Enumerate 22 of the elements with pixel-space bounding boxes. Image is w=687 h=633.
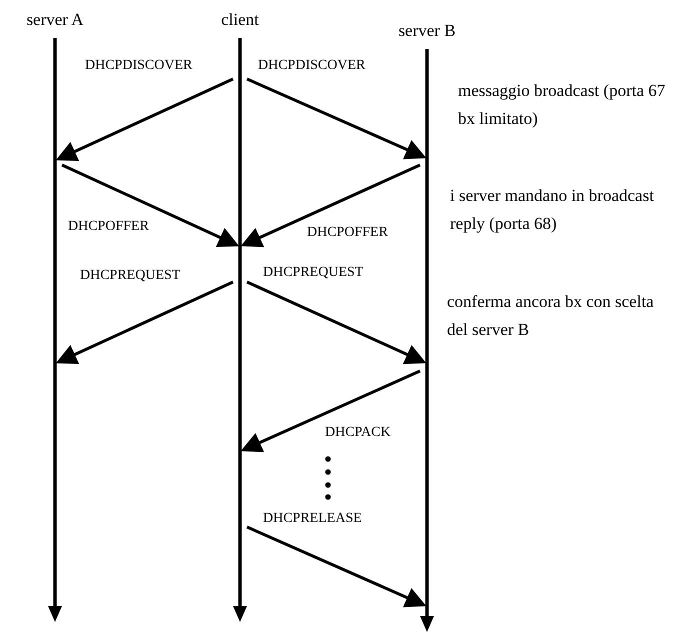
- lifeline-heading: client: [221, 10, 259, 30]
- edge-label: DHCPDISCOVER: [258, 58, 366, 74]
- edge-label: DHCPRELEASE: [263, 511, 362, 527]
- message-arrow: [240, 164, 421, 248]
- message-arrow: [246, 280, 426, 364]
- message-arrow: [56, 280, 234, 364]
- message-arrow: [61, 164, 240, 247]
- message-arrow: [56, 78, 234, 161]
- message-arrow: [246, 526, 426, 608]
- edge-label: DHCPREQUEST: [263, 265, 364, 281]
- message-arrow: [240, 370, 421, 452]
- edge-label: DHCPREQUEST: [80, 268, 180, 284]
- note-text: messaggio broadcast (porta 67 bx limitato): [458, 80, 666, 130]
- note-text: conferma ancora bx con scelta del server B: [447, 291, 655, 341]
- edge-label: DHCPDISCOVER: [85, 58, 192, 74]
- note-text: i server mandano in broadcast reply (porta 68): [450, 185, 655, 235]
- lifeline-heading: server B: [398, 21, 456, 41]
- edge-label: DHCPOFFER: [68, 219, 149, 235]
- message-arrow: [246, 78, 426, 160]
- lifeline-heading: server A: [26, 10, 84, 30]
- edge-label: DHCPACK: [325, 425, 391, 441]
- edge-label: DHCPOFFER: [307, 225, 388, 241]
